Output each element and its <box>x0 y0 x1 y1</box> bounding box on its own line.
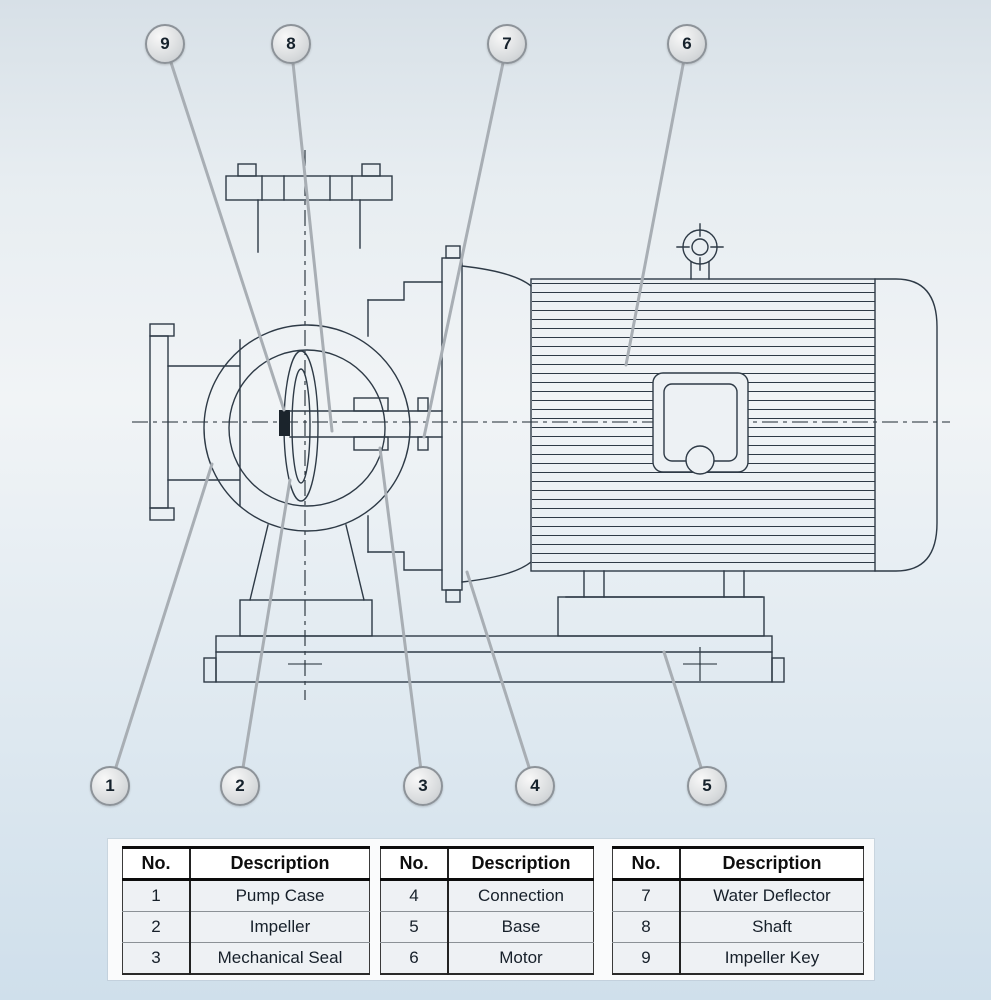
table-row: 4 Connection <box>380 879 594 912</box>
part-description: Base <box>448 911 594 943</box>
callout-balloon-3: 3 <box>403 766 443 806</box>
parts-table-1: No. Description 1 Pump Case 2 Impeller 3… <box>122 846 370 975</box>
callout-balloon-9: 9 <box>145 24 185 64</box>
table-header-row: No. Description <box>612 846 864 881</box>
parts-table-2: No. Description 4 Connection 5 Base 6 Mo… <box>380 846 594 975</box>
callout-balloon-1: 1 <box>90 766 130 806</box>
part-no: 4 <box>380 879 449 912</box>
table-row: 2 Impeller <box>122 911 370 943</box>
callout-balloon-7: 7 <box>487 24 527 64</box>
part-no: 9 <box>612 942 681 974</box>
table-header-row: No. Description <box>380 846 594 881</box>
part-no: 8 <box>612 911 681 943</box>
part-no: 6 <box>380 942 449 974</box>
part-description: Connection <box>448 879 594 912</box>
part-description: Motor <box>448 942 594 974</box>
part-no: 2 <box>122 911 191 943</box>
column-header-description: Description <box>680 846 864 881</box>
part-no: 3 <box>122 942 191 974</box>
parts-table-3: No. Description 7 Water Deflector 8 Shaf… <box>612 846 864 975</box>
part-no: 1 <box>122 879 191 912</box>
part-description: Impeller Key <box>680 942 864 974</box>
column-header-no: No. <box>612 846 681 881</box>
callout-leader-lines <box>108 42 709 788</box>
callout-balloon-4: 4 <box>515 766 555 806</box>
table-row: 3 Mechanical Seal <box>122 942 370 974</box>
callout-balloon-6: 6 <box>667 24 707 64</box>
part-no: 5 <box>380 911 449 943</box>
part-description: Water Deflector <box>680 879 864 912</box>
column-header-no: No. <box>122 846 191 881</box>
part-description: Impeller <box>190 911 370 943</box>
column-header-no: No. <box>380 846 449 881</box>
parts-tables-panel: No. Description 1 Pump Case 2 Impeller 3… <box>108 839 874 980</box>
column-header-description: Description <box>448 846 594 881</box>
part-description: Shaft <box>680 911 864 943</box>
table-row: 9 Impeller Key <box>612 942 864 974</box>
table-header-row: No. Description <box>122 846 370 881</box>
table-row: 6 Motor <box>380 942 594 974</box>
table-row: 8 Shaft <box>612 911 864 943</box>
table-row: 5 Base <box>380 911 594 943</box>
part-description: Mechanical Seal <box>190 942 370 974</box>
callout-balloon-2: 2 <box>220 766 260 806</box>
table-row: 1 Pump Case <box>122 879 370 912</box>
callout-balloon-5: 5 <box>687 766 727 806</box>
part-description: Pump Case <box>190 879 370 912</box>
table-row: 7 Water Deflector <box>612 879 864 912</box>
pump-geometry <box>149 163 938 683</box>
column-header-description: Description <box>190 846 370 881</box>
part-no: 7 <box>612 879 681 912</box>
callout-balloon-8: 8 <box>271 24 311 64</box>
